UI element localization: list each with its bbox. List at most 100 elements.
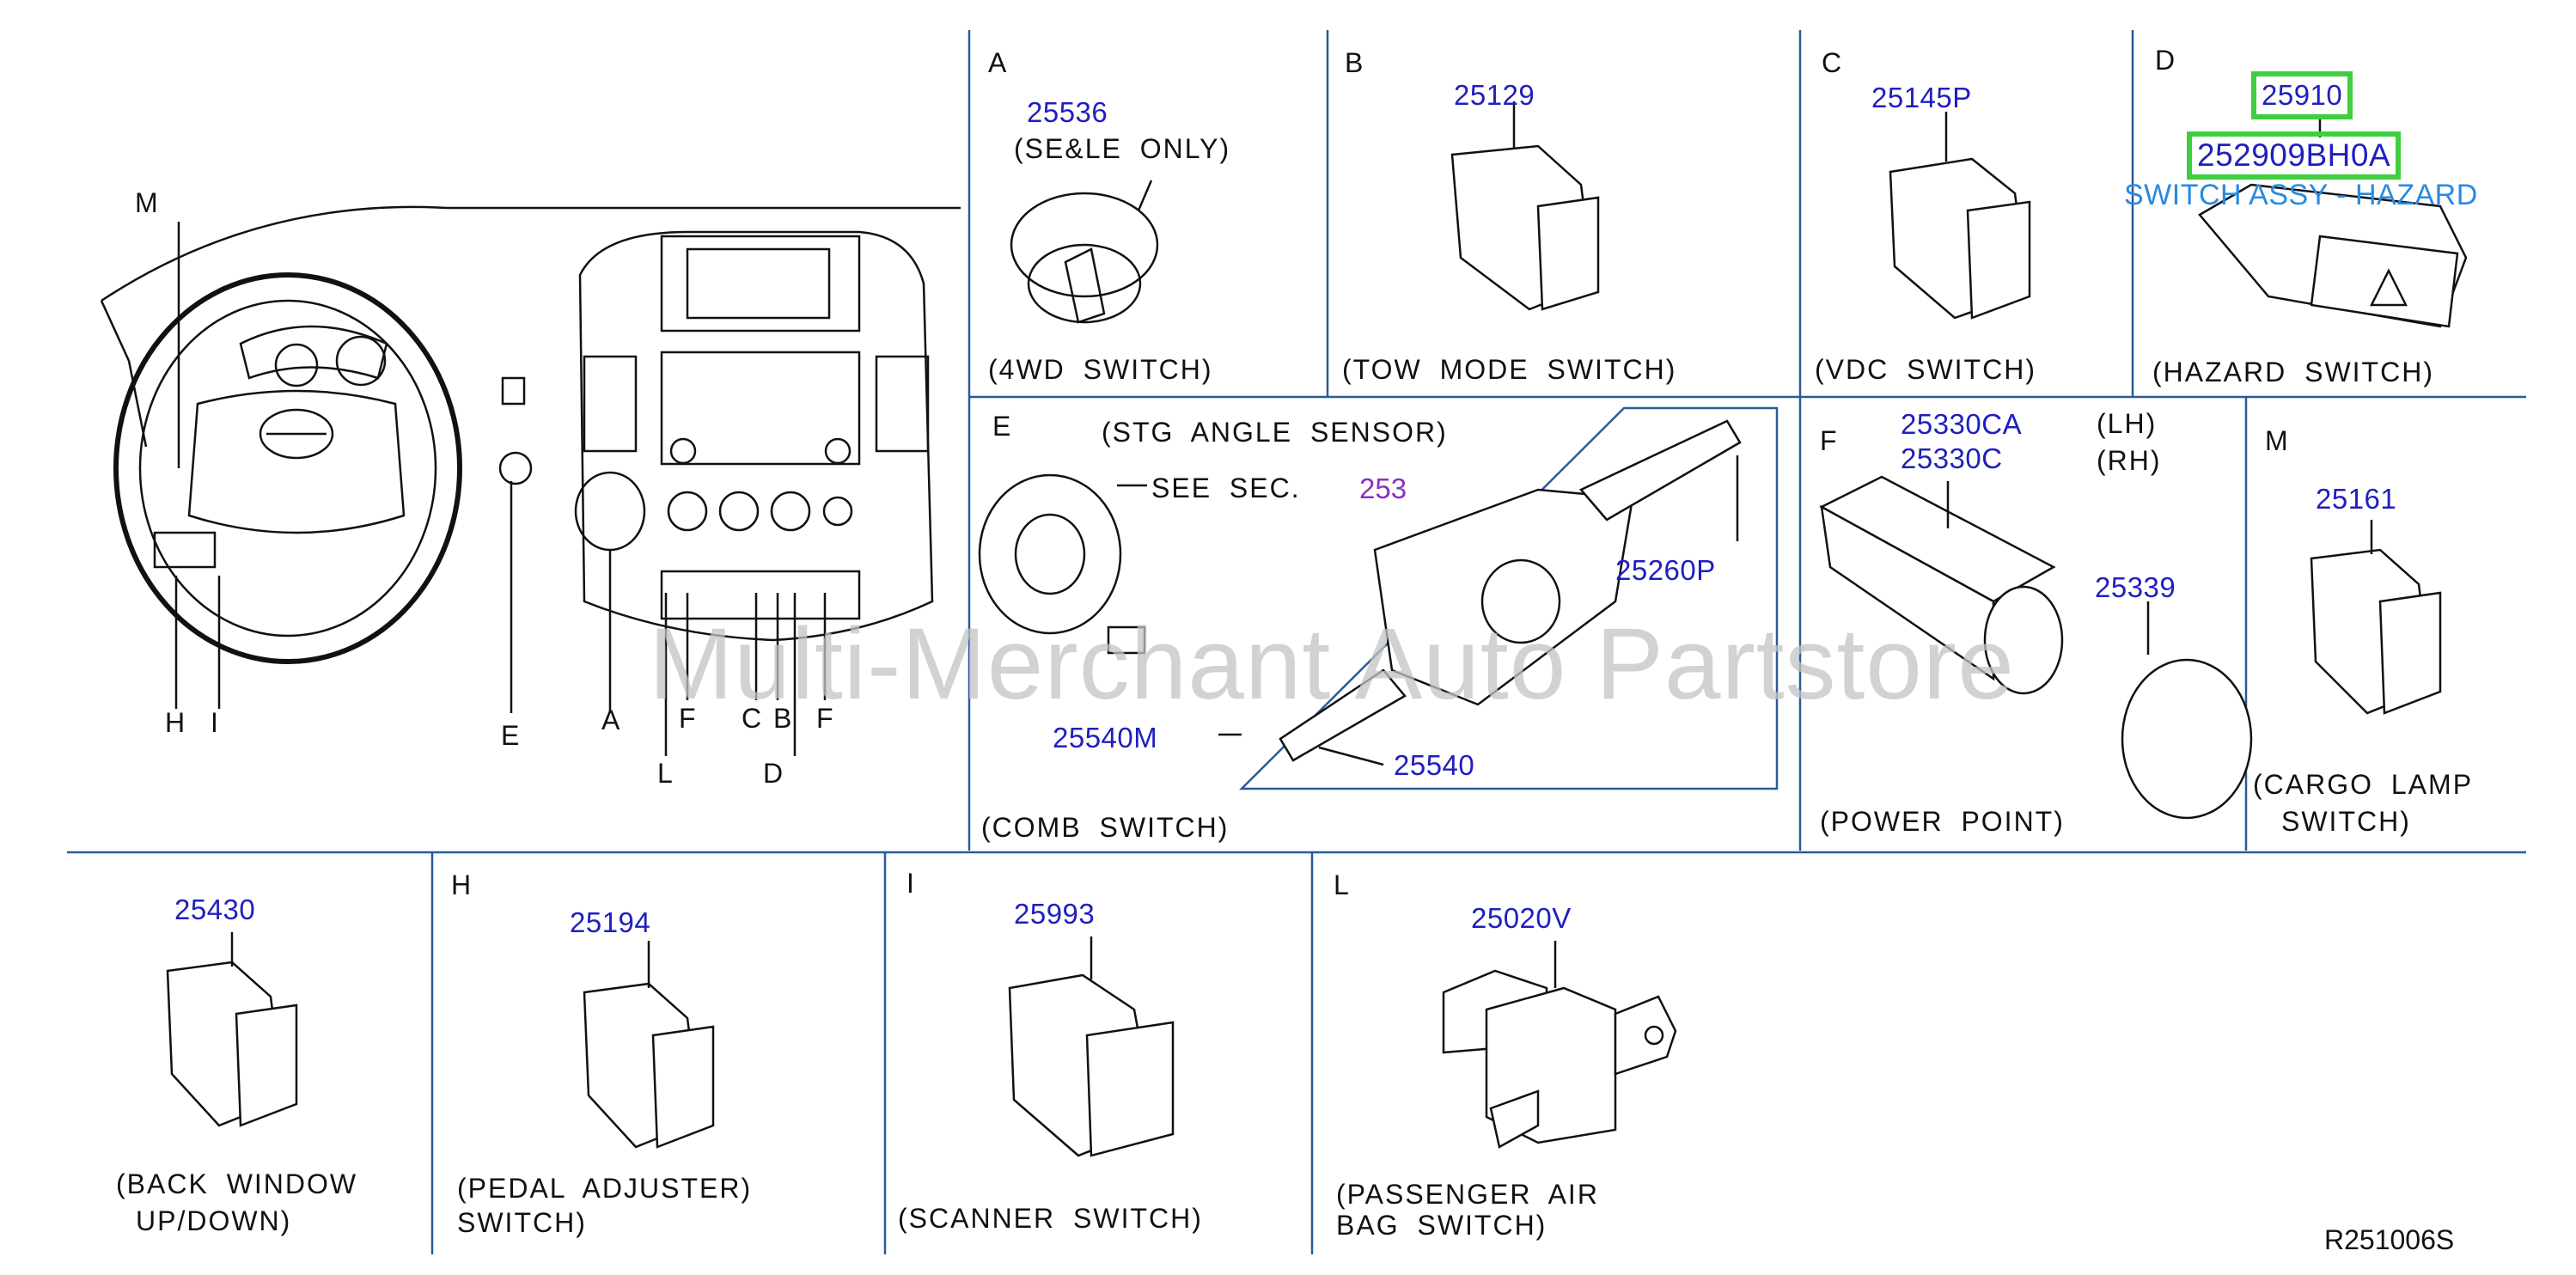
overview-label-f1: F: [679, 703, 696, 734]
audio-knob-left: [669, 437, 697, 465]
hazard-switch-drawing: [2198, 116, 2468, 328]
part-number-25330c[interactable]: 25330C: [1901, 442, 2003, 474]
airbag-switch-tongue: [1489, 1089, 1540, 1149]
part-number-25910[interactable]: 25910: [2251, 71, 2353, 119]
airbag-switch-drawing: [1442, 941, 1677, 1149]
panel-m-caption-line1: (CARGO LAMP: [2253, 769, 2474, 800]
panel-l-caption-line2: BAG SWITCH): [1336, 1210, 1547, 1241]
gauge-left: [274, 343, 319, 387]
turn-signal-stalk: [1279, 668, 1407, 762]
panel-e-letter: E: [992, 411, 1011, 442]
see-section-label: SEE SEC.: [1151, 473, 1301, 503]
vent-right: [875, 355, 930, 453]
panel-i-letter: I: [906, 868, 914, 899]
part-number-25540[interactable]: 25540: [1394, 749, 1475, 781]
panel-f-caption: (POWER POINT): [1820, 806, 2065, 837]
4wd-switch-knob: [1064, 247, 1106, 324]
part-number-25129[interactable]: 25129: [1454, 79, 1535, 111]
dash-top-line: [101, 205, 961, 302]
panel-a-note: (SE&LE ONLY): [1014, 133, 1231, 164]
climate-knob-1: [667, 491, 708, 532]
vent-left: [583, 355, 638, 453]
dash-left-edge: [100, 300, 148, 448]
panel-e-caption: (COMB SWITCH): [981, 812, 1230, 843]
panel-c-letter: C: [1822, 47, 1842, 78]
watermark: Multi-Merchant Auto Partstore: [649, 607, 2015, 721]
part-number-25330ca[interactable]: 25330CA: [1901, 408, 2023, 440]
panel-f-letter: F: [1820, 425, 1837, 456]
overview-label-m: M: [135, 187, 158, 218]
panel-l-letter: L: [1334, 869, 1349, 900]
part-number-25260p[interactable]: 25260P: [1615, 554, 1716, 586]
steering-wheel-inner: [138, 299, 437, 638]
part-number-25020v[interactable]: 25020V: [1471, 902, 1572, 934]
part-number-25194[interactable]: 25194: [570, 906, 651, 938]
overview-label-c: C: [742, 703, 762, 734]
panel-g-caption-line1: (BACK WINDOW: [116, 1168, 358, 1199]
panel-a-caption: (4WD SWITCH): [988, 354, 1213, 385]
panel-d-caption: (HAZARD SWITCH): [2152, 357, 2434, 387]
panel-a-letter: A: [988, 47, 1007, 78]
hazard-switch-description[interactable]: SWITCH ASSY - HAZARD: [2124, 179, 2478, 211]
cargo-switch-face: [2378, 591, 2442, 715]
panel-h-letter: H: [451, 869, 472, 900]
part-number-25536[interactable]: 25536: [1027, 96, 1108, 128]
4wd-switch-face: [1027, 243, 1142, 324]
overview-label-d: D: [763, 758, 784, 789]
cargo-switch-drawing: [2310, 520, 2442, 715]
vdc-switch-drawing: [1889, 112, 2031, 320]
power-point-socket-side: [1820, 504, 1995, 681]
part-number-25430[interactable]: 25430: [174, 894, 256, 925]
overview-label-e: E: [501, 720, 520, 751]
panel-d-letter: D: [2155, 45, 2176, 76]
steering-wheel-rim: [113, 272, 462, 664]
part-number-25339[interactable]: 25339: [2095, 571, 2176, 603]
back-window-switch-face: [235, 1004, 298, 1127]
rh-label: (RH): [2097, 445, 2162, 476]
audio-unit: [660, 351, 861, 466]
tow-switch-drawing: [1450, 101, 1600, 311]
overview-label-i: I: [211, 707, 218, 738]
overview-label-f2: F: [816, 703, 833, 734]
comb-switch-drawing: [978, 406, 1779, 790]
climate-knob-3: [770, 491, 811, 532]
sensor-center: [1014, 513, 1086, 595]
part-number-25161[interactable]: 25161: [2316, 483, 2397, 515]
power-point-cap: [2121, 658, 2253, 820]
4wd-dial: [574, 471, 646, 552]
grid-lines: [67, 30, 2526, 1254]
hazard-triangle-icon: [2369, 268, 2408, 307]
panel-b-caption: (TOW MODE SWITCH): [1342, 354, 1677, 385]
scanner-switch-drawing: [1008, 936, 1175, 1157]
pedal-switch-face: [651, 1025, 715, 1149]
dashboard-overview-drawing: [100, 205, 961, 756]
ignition-key: [498, 451, 533, 485]
pedal-switch-drawing: [583, 941, 715, 1149]
steering-hub: [187, 389, 406, 534]
part-number-252909bh0a[interactable]: 252909BH0A: [2187, 131, 2402, 180]
panel-h-caption-line1: (PEDAL ADJUSTER): [457, 1173, 753, 1204]
part-number-25540m[interactable]: 25540M: [1053, 722, 1158, 753]
lower-switch-panel: [153, 531, 217, 569]
power-point-drawing: [1819, 475, 2253, 820]
overview-label-l: L: [657, 758, 673, 789]
instrument-cluster: [239, 325, 388, 380]
part-number-25145p[interactable]: 25145P: [1871, 82, 1972, 113]
switch-row: [660, 570, 861, 620]
vdc-switch-face: [1966, 200, 2031, 320]
4wd-switch-body: [1010, 192, 1159, 298]
panel-g-caption-line2: UP/DOWN): [136, 1205, 292, 1236]
section-253-link[interactable]: 253: [1359, 473, 1407, 504]
audio-knob-right: [824, 437, 852, 465]
part-number-25993[interactable]: 25993: [1014, 898, 1096, 930]
wiper-stalk: [1578, 419, 1742, 522]
panel-m-letter: M: [2265, 425, 2288, 456]
diagram-reference: R251006S: [2324, 1224, 2455, 1255]
nav-screen: [686, 247, 831, 320]
sensor-connector: [1107, 625, 1146, 655]
panel-c-caption: (VDC SWITCH): [1815, 354, 2036, 385]
overview-label-a: A: [601, 705, 620, 735]
panel-b-letter: B: [1345, 47, 1364, 78]
